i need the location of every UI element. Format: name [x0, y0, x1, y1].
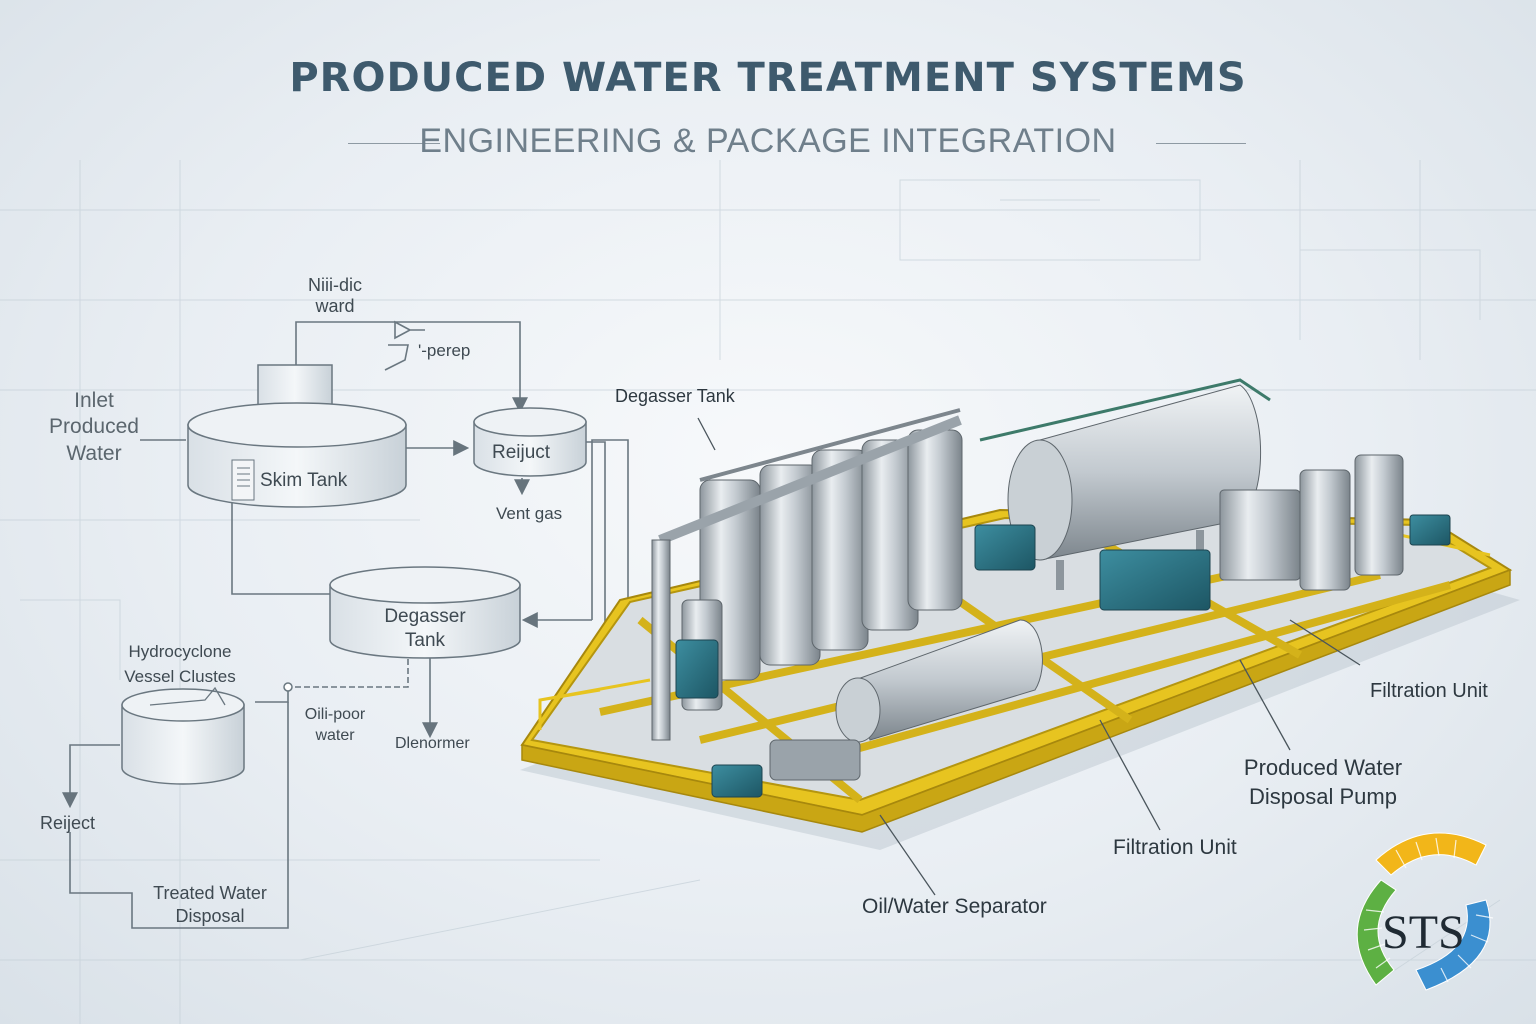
degasser-line2: Tank: [404, 629, 446, 651]
leader-disposal-pump: [1239, 659, 1291, 751]
subtitle-rule-left: [348, 143, 440, 144]
pump-cluster: [675, 524, 1211, 798]
callout-filtration-unit-right: Filtration Unit: [1370, 680, 1488, 702]
top-note: Niii-dic ward: [290, 275, 380, 316]
recycle-line: [295, 321, 528, 414]
valve-bend: [384, 344, 409, 371]
treated-water-label: Treated Water Disposal: [140, 882, 280, 927]
valve-note: '-perep: [418, 341, 471, 360]
skim-to-degasser-line: [231, 500, 330, 595]
vessel-bank: [651, 408, 963, 741]
reject-loop: [62, 744, 120, 809]
degasser-left-line: [288, 650, 409, 688]
treated-line2: Disposal: [175, 905, 245, 926]
hydrocyclone-vessel: [121, 686, 245, 785]
oil-poor-line2: water: [315, 726, 355, 744]
separator-vessel: [769, 619, 1043, 781]
inlet-line2: Produced: [49, 415, 139, 439]
callout-degasser-tank: Degasser Tank: [615, 386, 735, 406]
callout-disposal-pump: Produced Water Disposal Pump: [1230, 754, 1416, 811]
treated-line: [69, 702, 289, 929]
treated-line1: Treated Water: [153, 883, 267, 903]
top-note-line1: Niii-dic: [308, 275, 362, 295]
logo-text: STS: [1382, 906, 1465, 959]
filtration-unit-right: [1219, 454, 1451, 591]
reject-top-label: Reijuct: [492, 442, 551, 463]
logo-arc-yellow: [1375, 832, 1487, 876]
reject-vessel: [473, 407, 587, 477]
junction-node: [283, 682, 293, 692]
top-note-line2: ward: [315, 295, 355, 316]
vent-gas-label: Vent gas: [496, 504, 563, 523]
deformer-label: Dlenormer: [395, 735, 470, 752]
degasser-line1: Degasser: [384, 606, 466, 627]
valve-symbol: [394, 320, 425, 340]
oil-poor-line1: Oili-poor: [304, 706, 366, 723]
leader-separator: [879, 814, 936, 896]
hydrocyclone-label: Hydrocyclone Vessel Clustes: [105, 640, 255, 689]
inlet-line3: Water: [66, 441, 122, 465]
leader-filtration-right: [1289, 619, 1361, 666]
reject-bottom-label: Reiject: [40, 813, 96, 833]
skim-tank-label: Skim Tank: [260, 470, 348, 491]
skim-tank: [187, 364, 407, 508]
inlet-line1: Inlet: [74, 389, 114, 412]
page-title: PRODUCED WATER TREATMENT SYSTEMS: [289, 55, 1247, 101]
degasser-label: Degasser Tank: [360, 605, 490, 653]
hydrocyclone-line2: Vessel Clustes: [124, 666, 236, 686]
page-subtitle: ENGINEERING & PACKAGE INTEGRATION: [419, 122, 1117, 160]
sts-logo: [1356, 832, 1494, 991]
leader-degasser: [697, 417, 716, 451]
subtitle-rule-right: [1156, 143, 1246, 144]
inlet-label: Inlet Produced Water: [36, 388, 152, 467]
logo-arc-blue: [1415, 899, 1491, 991]
disposal-pump-line2: Disposal Pump: [1249, 783, 1397, 809]
callout-oil-water-separator: Oil/Water Separator: [862, 895, 1047, 918]
disposal-pump-line1: Produced Water: [1243, 755, 1403, 780]
oil-poor-label: Oili-poor water: [290, 705, 380, 747]
degasser-tank: [329, 566, 521, 659]
hydrocyclone-line1: Hydrocyclone: [128, 642, 232, 661]
callout-filtration-unit-bottom: Filtration Unit: [1113, 836, 1237, 859]
leader-filtration-bottom: [1099, 719, 1161, 831]
